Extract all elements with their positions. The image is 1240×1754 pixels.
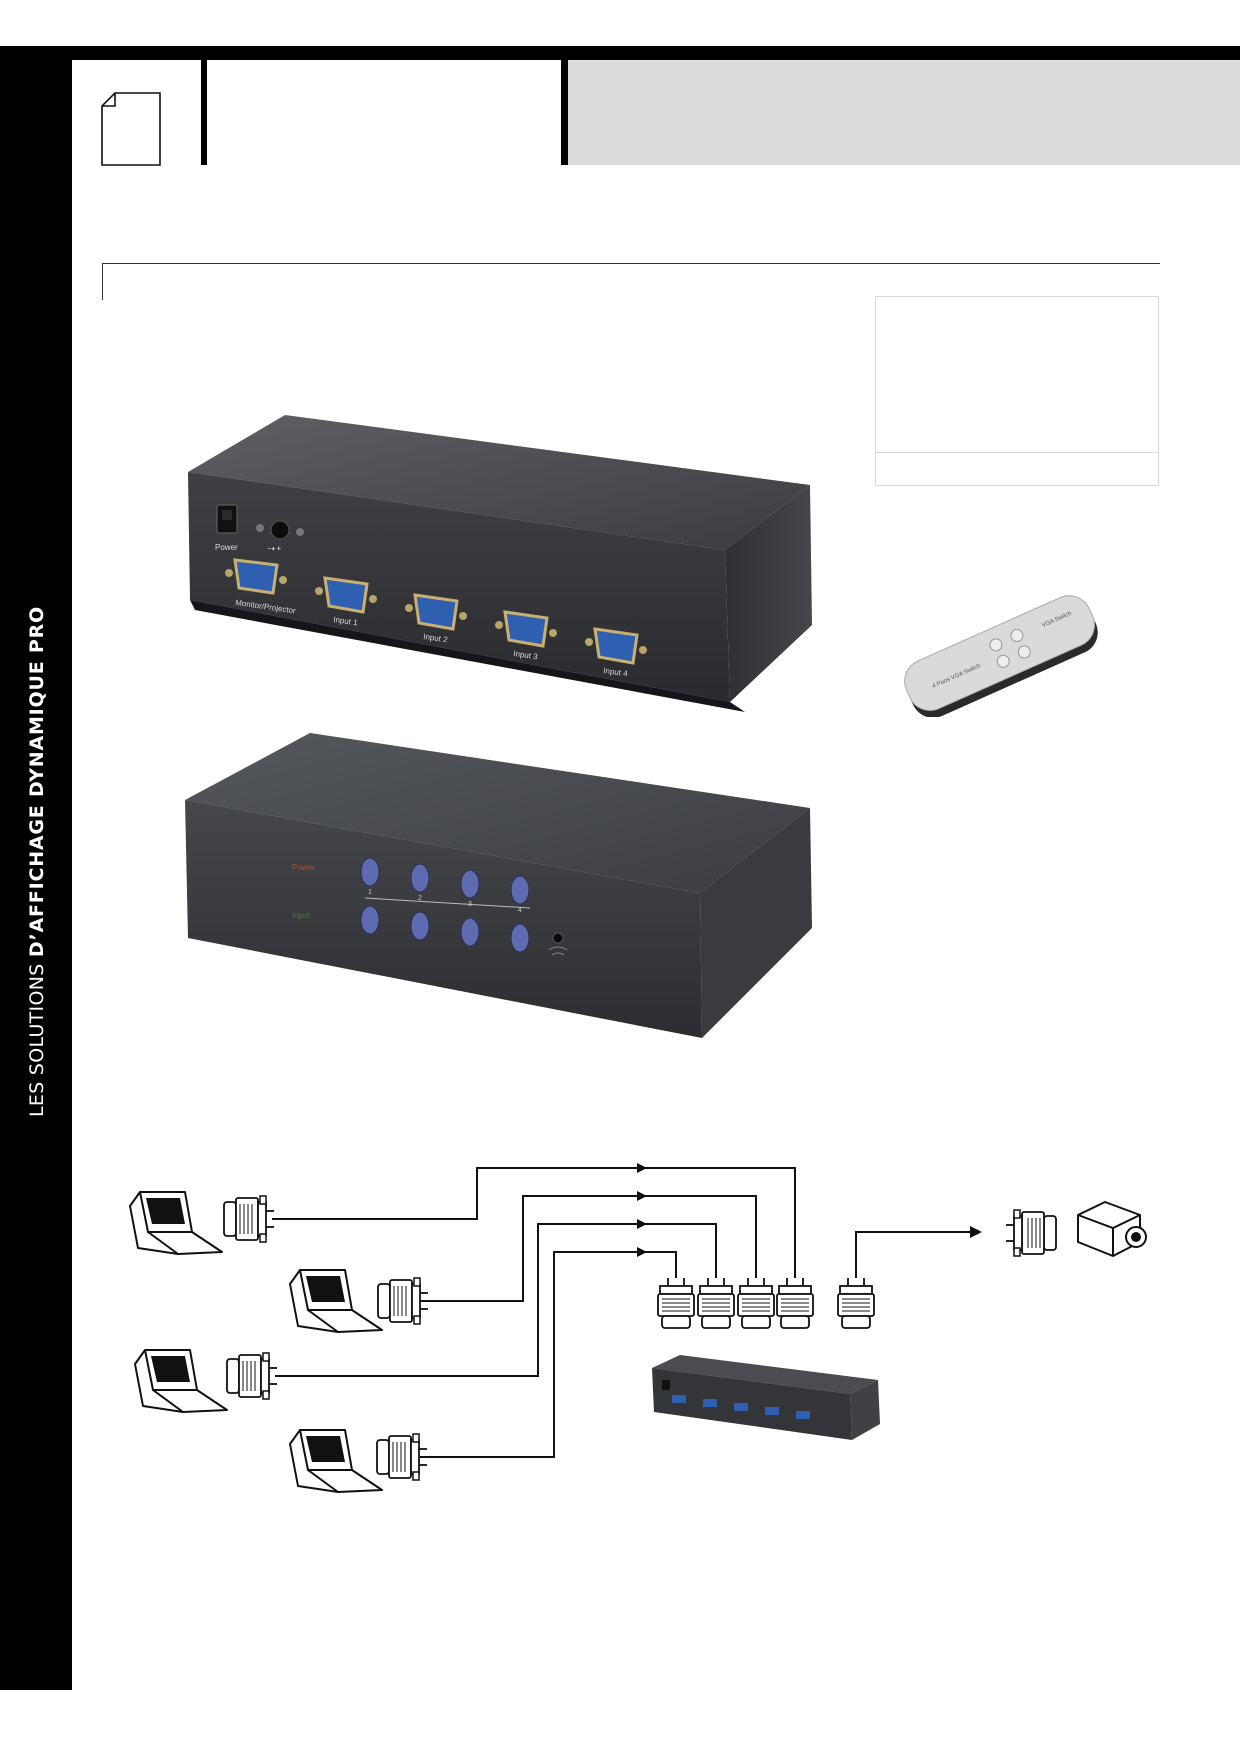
vga-connector-3 [226, 1352, 278, 1400]
button-number-4: 4 [518, 907, 522, 914]
spec-box [875, 296, 1159, 486]
top-black-bar [0, 46, 1240, 60]
vga-switch-back-photo: Power −◐+ Monitor/Projector Input 1 Inpu… [188, 415, 812, 712]
side-section-title: LES SOLUTIONS D’AFFICHAGE DYNAMIQUE PRO [22, 417, 52, 1117]
front-button-4 [510, 875, 530, 953]
button-number-3: 3 [468, 901, 472, 908]
projector-vga-connector [1005, 1209, 1057, 1257]
side-black-bar [0, 46, 72, 1690]
button-number-1: 1 [368, 889, 372, 896]
header-title-panel [568, 60, 1240, 165]
switch-input-connector-2 [697, 1277, 735, 1329]
switch-output-connector [837, 1277, 875, 1329]
vga-switch-front-photo: Power Input 1 2 3 4 [185, 733, 812, 1038]
vga-connector-1 [223, 1195, 275, 1243]
laptop-icon-3 [134, 1349, 228, 1413]
vga-port-monitor [225, 558, 287, 595]
remote-control-photo: VGA Switch 4 Ports VGA Switch [904, 595, 1098, 717]
laptop-icon-4 [289, 1429, 383, 1493]
port-label-input-3: Input 3 [513, 649, 539, 661]
front-button-1 [360, 857, 380, 935]
switch-input-connector-4 [776, 1277, 814, 1329]
document-page-icon [101, 92, 161, 166]
diagram-arrows [637, 1163, 982, 1257]
button-number-2: 2 [418, 895, 422, 902]
vga-port-input-3 [495, 610, 557, 648]
vga-connector-2 [377, 1277, 429, 1325]
vga-connector-4 [376, 1433, 428, 1481]
switch-input-connector-3 [737, 1277, 775, 1329]
laptop-icon-1 [129, 1191, 223, 1255]
side-title-bold: D’AFFICHAGE DYNAMIQUE PRO [26, 605, 48, 958]
switch-thumbnail [652, 1355, 880, 1440]
projector-icon [1077, 1201, 1147, 1257]
header-divider-right [561, 60, 568, 165]
spec-box-divider [876, 452, 1158, 453]
front-button-3 [460, 869, 480, 947]
front-button-2 [410, 863, 430, 941]
led-label-input: Input [292, 911, 311, 920]
vga-port-input-1 [315, 576, 377, 614]
connection-diagram [129, 1163, 1147, 1493]
infrared-receiver-icon [548, 932, 568, 956]
port-label-input-1: Input 1 [333, 615, 359, 627]
power-symbol: −◐+ [267, 544, 282, 553]
power-label: Power [215, 543, 238, 552]
switch-input-connector-1 [657, 1277, 695, 1329]
port-label-input-4: Input 4 [603, 666, 629, 678]
vga-port-input-2 [405, 593, 467, 631]
laptop-icon-2 [289, 1269, 383, 1333]
section-rule-tick [102, 263, 103, 300]
header-divider-left [201, 60, 207, 165]
led-label-power: Power [292, 863, 315, 872]
port-label-input-2: Input 2 [423, 632, 449, 644]
side-title-light: LES SOLUTIONS [26, 963, 48, 1117]
vga-port-input-4 [585, 627, 647, 665]
section-rule [102, 263, 1160, 264]
